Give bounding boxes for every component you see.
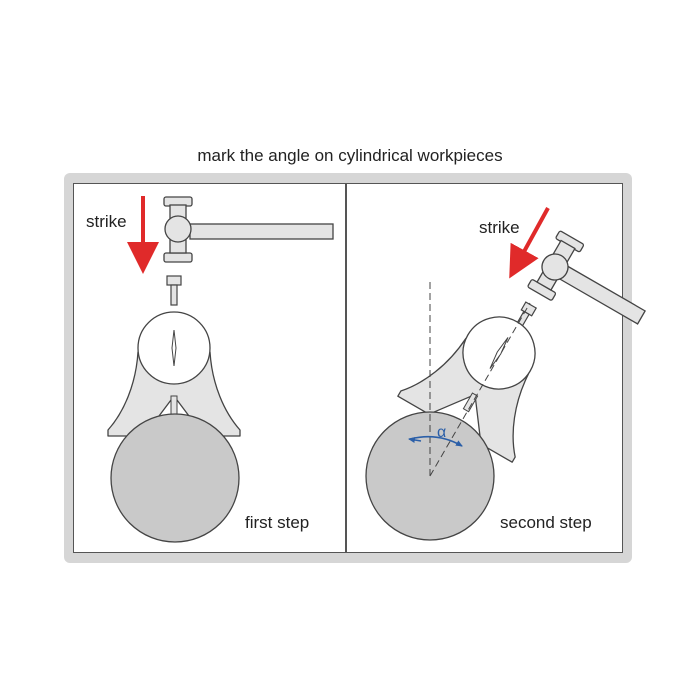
hammer-icon bbox=[527, 230, 646, 325]
strike-label-first: strike bbox=[86, 212, 127, 231]
diagram-title: mark the angle on cylindrical workpieces bbox=[197, 146, 503, 165]
cylindrical-workpiece bbox=[110, 413, 240, 543]
punch-pin-icon bbox=[166, 275, 182, 306]
angle-label: α bbox=[437, 424, 447, 441]
strike-arrow bbox=[509, 207, 550, 279]
centering-gauge-tilted bbox=[397, 316, 536, 463]
second-step-illustration bbox=[365, 207, 646, 541]
strike-label-second: strike bbox=[479, 218, 520, 237]
tilted-reference-line bbox=[429, 302, 531, 477]
first-step-illustration bbox=[107, 196, 334, 543]
step-label-second: second step bbox=[500, 513, 592, 532]
hammer-icon bbox=[163, 196, 334, 263]
step-label-first: first step bbox=[245, 513, 310, 532]
